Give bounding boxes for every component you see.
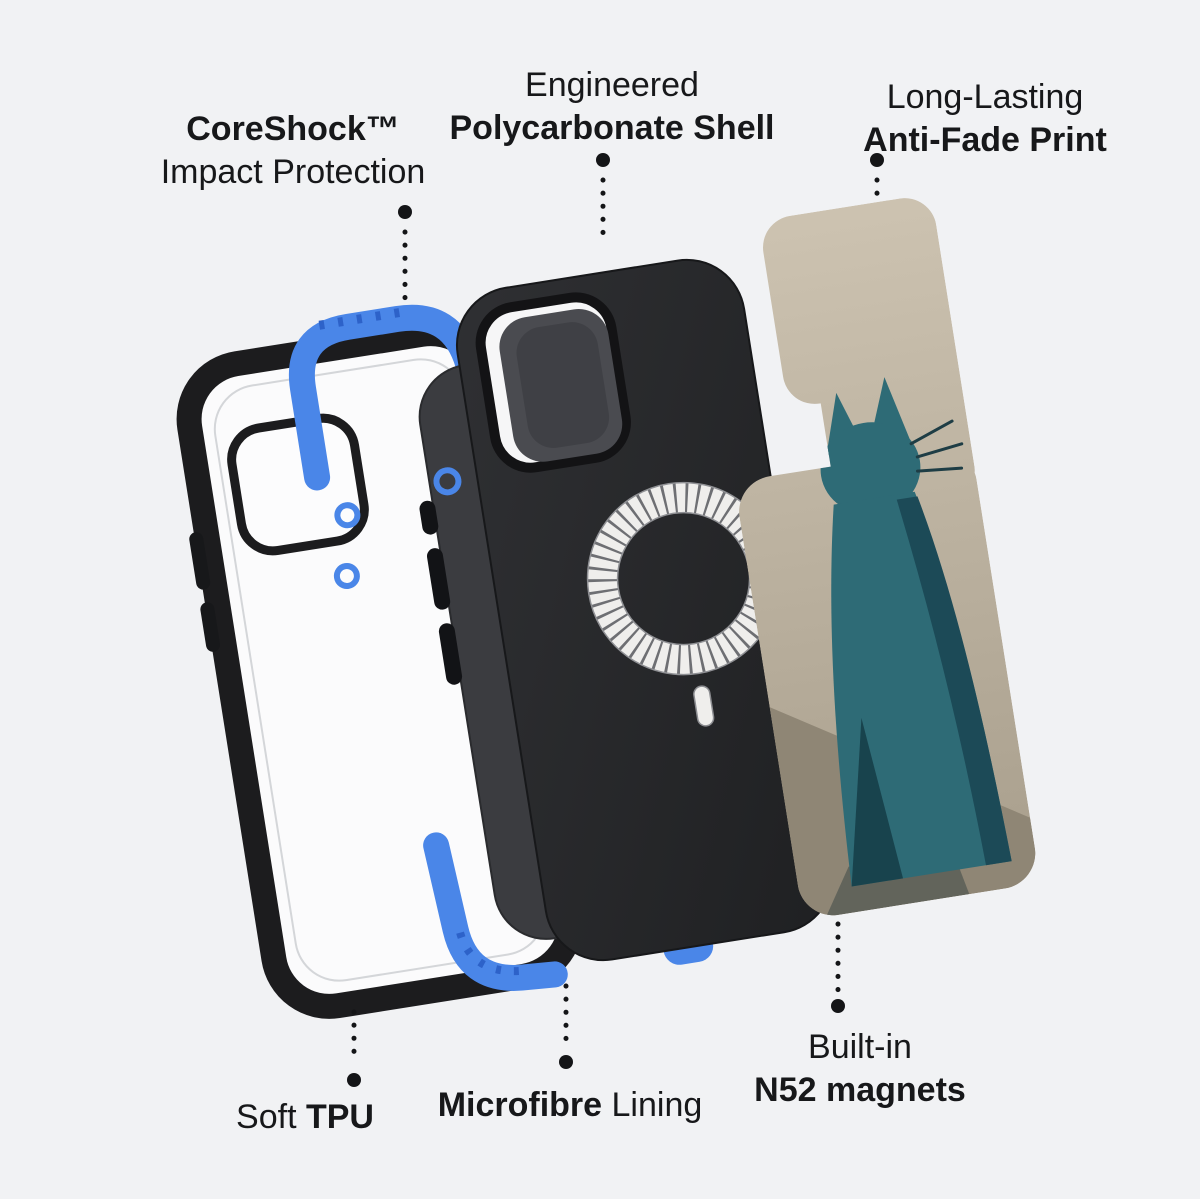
leader-dot-polycarbonate	[596, 153, 610, 167]
label-polycarbonate: Engineered Polycarbonate Shell	[450, 64, 775, 150]
cat-whiskers	[909, 419, 964, 473]
leader-dot-antifade	[870, 153, 884, 167]
label-antifade-title: Anti-Fade Print	[863, 120, 1107, 159]
action-button	[419, 500, 439, 535]
label-tpu: Soft TPU	[236, 1096, 374, 1139]
magnet-alignment-bar	[693, 685, 715, 727]
coreshock-ridges	[318, 306, 413, 330]
leader-dot-magnets	[831, 999, 845, 1013]
leader-lines	[347, 153, 884, 1087]
bumper-eyelet	[334, 502, 361, 529]
label-polycarbonate-title: Polycarbonate Shell	[449, 108, 775, 147]
coreshock-ridges	[456, 931, 519, 976]
leader-dot-microfibre	[559, 1055, 573, 1069]
label-coreshock: CoreShock™ Impact Protection	[161, 108, 426, 194]
label-coreshock-title: CoreShock™	[186, 110, 400, 148]
label-tpu-intro: Soft	[236, 1098, 306, 1136]
bumper-eyelet	[333, 563, 360, 590]
coreshock-bottom-band	[423, 832, 568, 991]
label-antifade: Long-Lasting Anti-Fade Print	[863, 76, 1107, 162]
volume-button	[426, 548, 451, 610]
label-microfibre-suffix: Lining	[602, 1086, 703, 1124]
camera-bezel	[227, 413, 369, 556]
leader-dot-coreshock	[398, 205, 412, 219]
label-polycarbonate-intro: Engineered	[525, 66, 699, 104]
label-antifade-intro: Long-Lasting	[886, 78, 1084, 116]
shell-and-lining-layer	[418, 258, 835, 965]
label-microfibre: Microfibre Lining	[438, 1084, 703, 1127]
label-magnets-intro: Built-in	[808, 1028, 912, 1066]
label-tpu-title: TPU	[305, 1098, 374, 1136]
lining-through-cutout-inner	[516, 322, 610, 449]
label-magnets-title: N52 magnets	[754, 1070, 966, 1109]
bumper-eyelet	[433, 467, 462, 496]
label-microfibre-title: Microfibre	[437, 1086, 603, 1124]
volume-button	[189, 532, 211, 590]
cat-artwork	[820, 377, 1012, 887]
label-magnets: Built-in N52 magnets	[754, 1026, 966, 1112]
leader-dot-tpu	[347, 1073, 361, 1087]
label-coreshock-subtitle: Impact Protection	[160, 152, 426, 191]
volume-button	[200, 602, 221, 652]
volume-button	[438, 623, 463, 685]
